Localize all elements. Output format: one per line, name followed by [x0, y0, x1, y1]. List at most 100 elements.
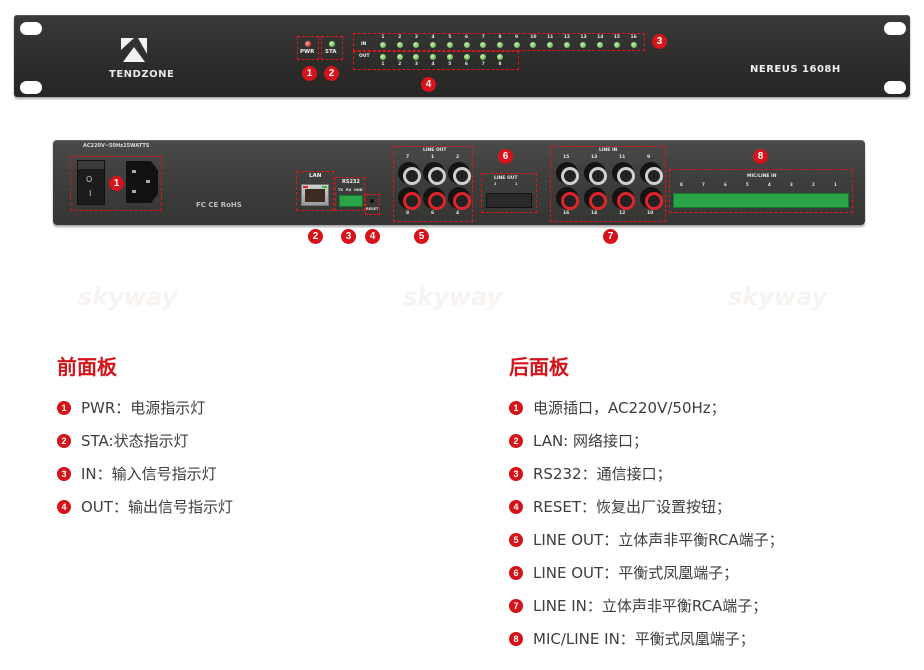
phoenix-line-out-label: LINE OUT — [494, 176, 518, 181]
rca-out-jack-red — [398, 187, 421, 210]
out-channel-number: 6 — [464, 62, 469, 67]
phoenix-group-1: 1 — [515, 182, 518, 186]
rca-out-channel-number: 2 — [456, 155, 460, 160]
iec-power-socket — [126, 161, 158, 203]
in-label: IN — [361, 42, 367, 47]
in-channel-number: 7 — [481, 35, 485, 40]
in-signal-led — [630, 42, 637, 48]
rca-out-jack-red — [423, 187, 446, 210]
in-signal-led — [463, 42, 470, 48]
rca-out-channel-number: 7 — [406, 155, 410, 160]
in-signal-led — [597, 42, 604, 48]
in-channel-number: 9 — [515, 35, 519, 40]
in-channel-number: 5 — [448, 35, 452, 40]
lan-highlight-box — [296, 171, 334, 211]
line-in-jack-red — [640, 187, 663, 210]
rear-panel-image: AC220V~50Hz25WATTS O I 1 FC CE RoHS LAN … — [53, 140, 865, 225]
mic-line-in-channel-number: 7 — [702, 182, 705, 187]
mic-line-in-channel-number: 2 — [812, 182, 815, 187]
number-badge-icon: 7 — [509, 598, 523, 613]
watermark: skyway — [403, 283, 503, 311]
in-channel-number: 10 — [530, 35, 537, 40]
in-signal-led — [496, 42, 503, 48]
in-signal-led — [396, 42, 403, 48]
in-channel-number: 16 — [630, 35, 637, 40]
number-badge-icon: 6 — [509, 565, 523, 580]
line-in-jack-white — [640, 162, 663, 185]
power-switch: O I — [77, 160, 105, 205]
line-in-channel-number: 14 — [591, 211, 598, 216]
rs232-pin-gnd: GND — [354, 188, 363, 192]
model-name: NEREUS 1608H — [750, 64, 841, 75]
out-signal-led — [413, 54, 420, 60]
mic-line-in-channel-number: 1 — [834, 182, 837, 187]
lan-port — [301, 184, 329, 206]
reset-highlight-box — [365, 194, 380, 215]
in-channel-number: 6 — [464, 35, 469, 40]
line-in-channel-number: 15 — [563, 155, 570, 160]
line-in-channel-number: 16 — [563, 211, 570, 216]
out-signal-led — [496, 54, 503, 60]
rca-out-channel-number: 1 — [431, 155, 435, 160]
line-in-channel-number: 10 — [647, 211, 654, 216]
rca-out-jack-white — [398, 162, 421, 185]
out-channel-number: 5 — [448, 62, 452, 67]
rca-out-channel-number: 8 — [406, 211, 410, 216]
in-leds-highlight-box — [353, 33, 645, 51]
number-badge-icon: 2 — [57, 433, 71, 448]
reset-pinhole — [370, 199, 374, 203]
in-signal-led — [563, 42, 570, 48]
line-in-label: LINE IN — [599, 148, 618, 153]
rca-out-jack-white — [448, 162, 471, 185]
rca-line-out-label: LINE OUT — [423, 148, 447, 153]
number-badge-icon: 8 — [509, 631, 523, 646]
sta-led — [329, 41, 335, 47]
out-channel-number: 3 — [414, 62, 418, 67]
watermark: skyway — [728, 283, 828, 311]
phoenix-line-out-terminal — [486, 193, 532, 208]
mic-line-in-highlight-box — [669, 169, 853, 213]
badge-4: 4 — [421, 77, 436, 92]
out-signal-led — [396, 54, 403, 60]
badge-rear-6: 6 — [498, 149, 513, 164]
rca-out-channel-number: 6 — [431, 211, 435, 216]
power-highlight-box — [70, 156, 162, 211]
watermark: skyway — [78, 283, 178, 311]
in-signal-led — [580, 42, 587, 48]
tendzone-logo-icon — [121, 38, 147, 62]
out-signal-led — [380, 54, 386, 60]
out-signal-led — [446, 54, 453, 60]
pwr-highlight-box — [297, 36, 319, 60]
line-in-channel-number: 9 — [647, 155, 651, 160]
out-channel-number: 1 — [381, 62, 385, 67]
in-signal-led — [430, 42, 437, 48]
badge-rear-5: 5 — [414, 229, 429, 244]
brand-name: TENDZONE — [109, 69, 175, 80]
legend-item-text: LAN: 网络接口； — [533, 432, 649, 450]
line-in-jack-red — [584, 187, 607, 210]
line-in-jack-white — [612, 162, 635, 185]
mic-line-in-channel-number: 4 — [768, 182, 771, 187]
reset-label: RESET — [366, 207, 379, 211]
legend-item-text: RESET：恢复出厂设置按钮； — [533, 498, 732, 516]
certification-marks: FC CE RoHS — [196, 201, 242, 209]
in-channel-number: 15 — [613, 35, 621, 40]
rs232-pin-rx: RX — [346, 188, 352, 192]
in-channel-number: 11 — [547, 35, 554, 40]
out-signal-led — [463, 54, 470, 60]
in-channel-number: 12 — [563, 35, 570, 40]
number-badge-icon: 3 — [509, 466, 523, 481]
mic-line-in-channel-number: 3 — [790, 182, 793, 187]
line-in-channel-number: 13 — [591, 155, 598, 160]
line-in-jack-white — [556, 162, 579, 185]
line-in-jack-white — [584, 162, 607, 185]
in-channel-number: 1 — [381, 35, 385, 40]
front-panel-heading: 前面板 — [57, 355, 117, 379]
number-badge-icon: 1 — [509, 400, 523, 415]
rack-ear-hole — [20, 22, 42, 35]
badge-rear-8: 8 — [753, 149, 768, 164]
